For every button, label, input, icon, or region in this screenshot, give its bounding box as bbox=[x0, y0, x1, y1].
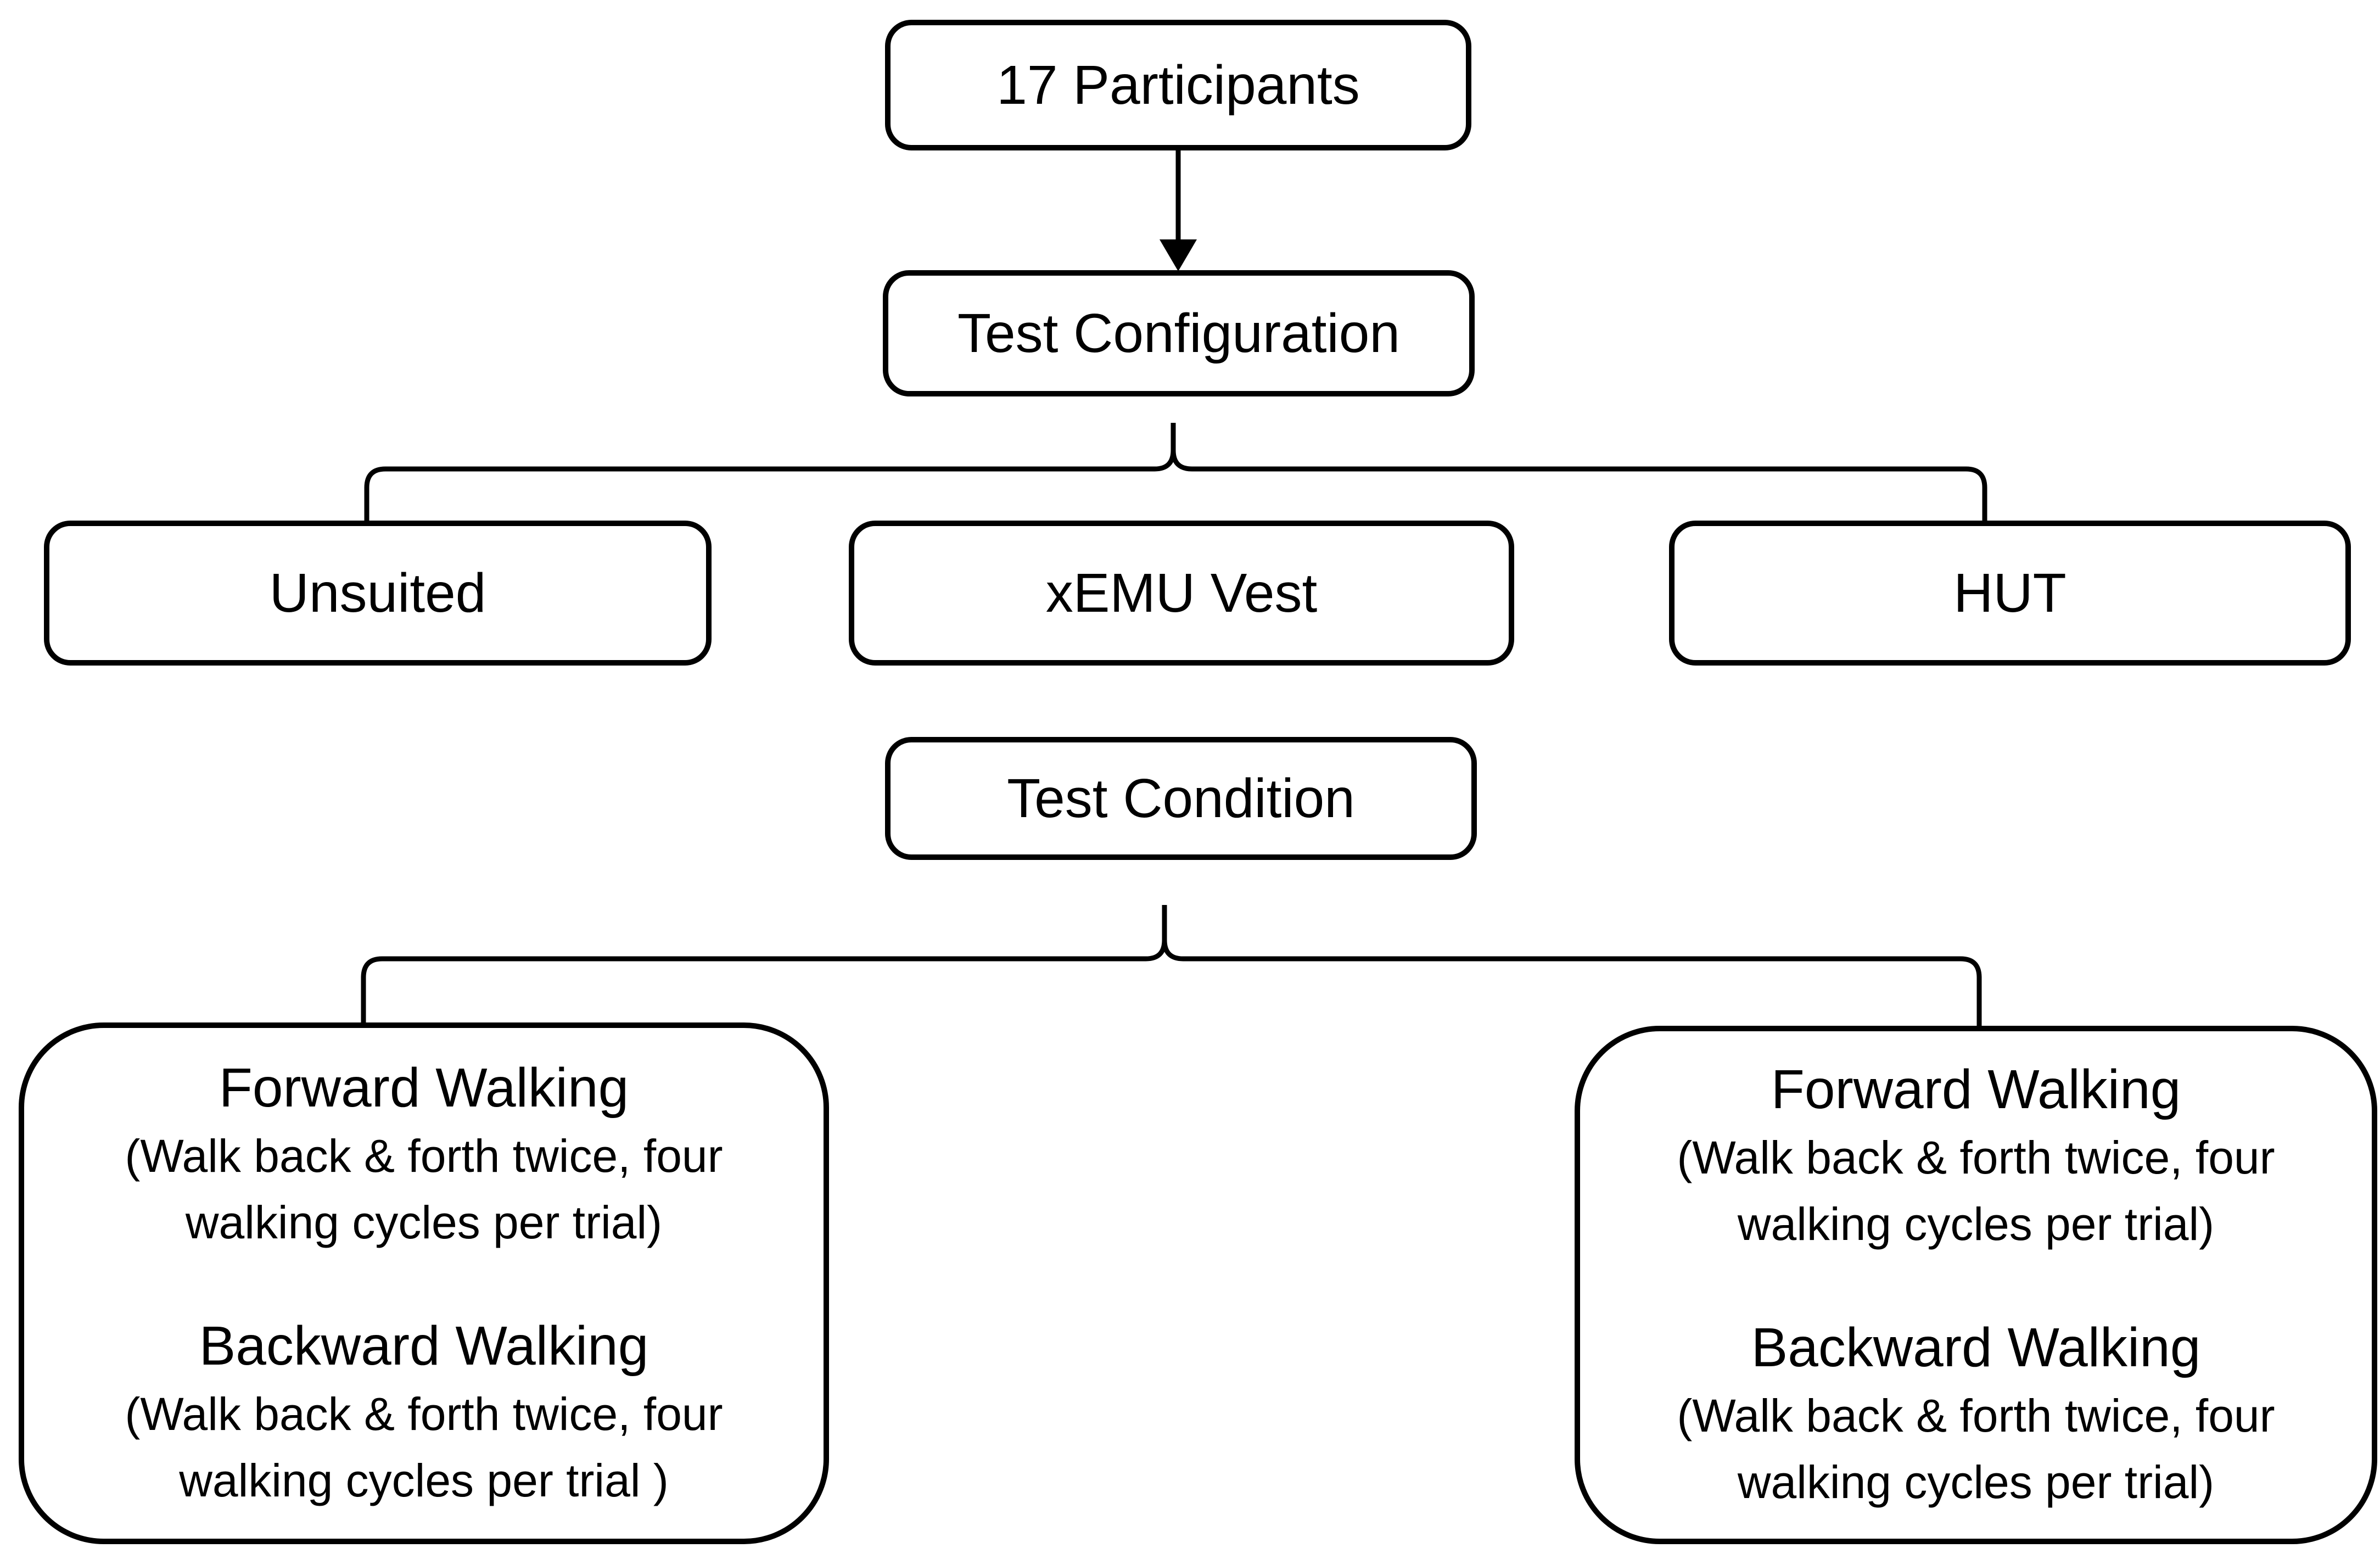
node-test-configuration: Test Configuration bbox=[883, 270, 1475, 396]
forward-walking-title: Forward Walking bbox=[219, 1057, 629, 1119]
node-test-conditions-right: Forward Walking (Walk back & forth twice… bbox=[1575, 1026, 2377, 1544]
forward-walking-note-line1: (Walk back & forth twice, four bbox=[1677, 1132, 2275, 1183]
test-configuration-label: Test Configuration bbox=[957, 303, 1400, 364]
node-test-condition: Test Condition bbox=[885, 737, 1477, 860]
backward-walking-note-line1: (Walk back & forth twice, four bbox=[125, 1388, 723, 1440]
flow-arrow-head-icon bbox=[1160, 239, 1197, 271]
forward-walking-note-line1: (Walk back & forth twice, four bbox=[125, 1130, 723, 1182]
backward-walking-note-line2: walking cycles per trial ) bbox=[179, 1455, 669, 1506]
forward-walking-title: Forward Walking bbox=[1771, 1059, 2181, 1120]
configuration-branch-connector bbox=[364, 423, 1987, 522]
backward-walking-note-line2: walking cycles per trial) bbox=[1737, 1456, 2215, 1508]
node-hut: HUT bbox=[1669, 521, 2351, 666]
node-xemu-vest: xEMU Vest bbox=[849, 521, 1514, 666]
forward-walking-note-line2: walking cycles per trial) bbox=[1737, 1198, 2215, 1250]
unsuited-label: Unsuited bbox=[269, 562, 486, 624]
backward-walking-title: Backward Walking bbox=[1751, 1317, 2201, 1378]
xemu-vest-label: xEMU Vest bbox=[1045, 562, 1318, 624]
test-condition-label: Test Condition bbox=[1007, 768, 1355, 829]
condition-branch-connector bbox=[361, 905, 1982, 1027]
node-participants: 17 Participants bbox=[885, 20, 1471, 150]
forward-walking-note-line2: walking cycles per trial) bbox=[185, 1197, 663, 1248]
participants-label: 17 Participants bbox=[996, 54, 1360, 116]
node-unsuited: Unsuited bbox=[44, 521, 712, 666]
hut-label: HUT bbox=[1953, 562, 2067, 624]
node-test-conditions-left: Forward Walking (Walk back & forth twice… bbox=[19, 1022, 829, 1544]
backward-walking-note-line1: (Walk back & forth twice, four bbox=[1677, 1390, 2275, 1441]
backward-walking-title: Backward Walking bbox=[199, 1315, 649, 1377]
